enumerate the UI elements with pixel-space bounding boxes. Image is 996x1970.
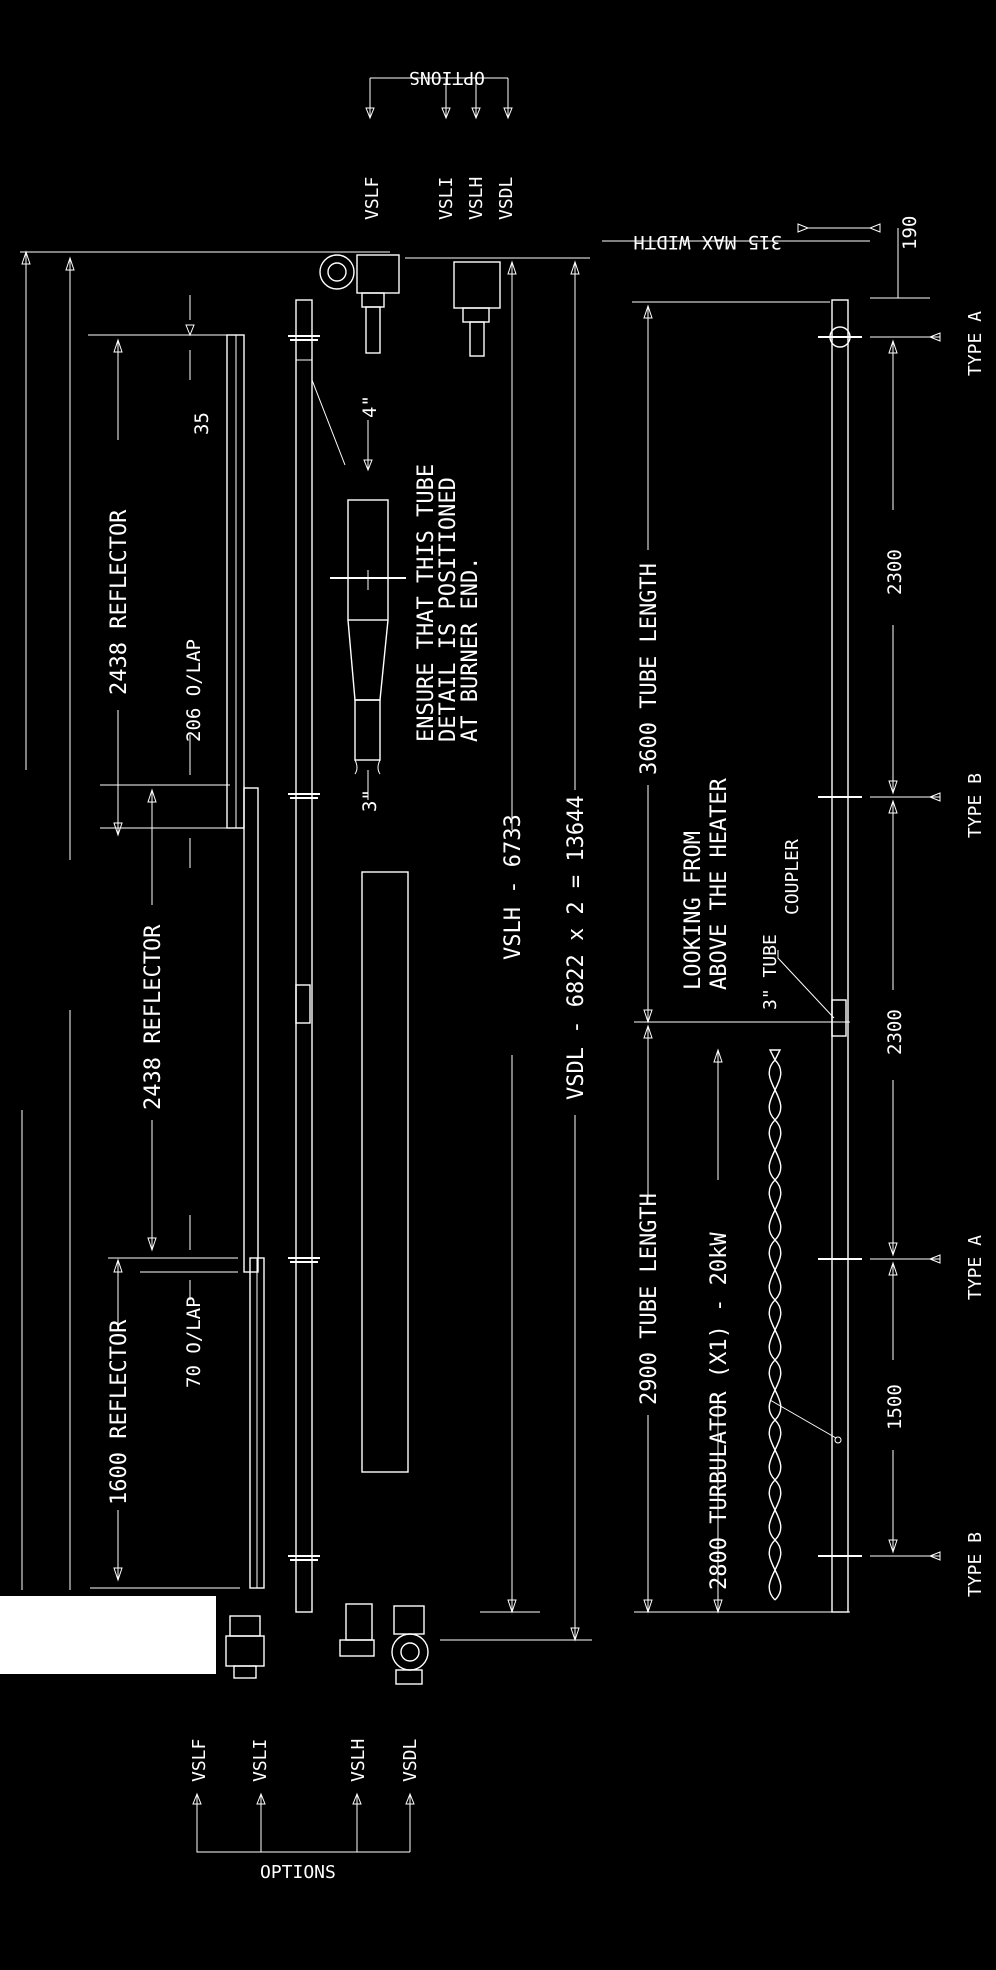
- detail-note-line3: AT BURNER END.: [458, 557, 483, 742]
- coupler-line1: 3" TUBE: [760, 934, 781, 1010]
- hanger-type-3: TYPE A: [965, 1235, 986, 1300]
- options-bottom-vslf: VSLF: [189, 1739, 210, 1782]
- options-top-vslf: VSLF: [362, 177, 383, 220]
- burner-unit-top-left: [319, 254, 400, 354]
- detail-note-line1: ENSURE THAT THIS TUBE: [414, 464, 439, 742]
- burner-unit-top-right: [453, 261, 501, 357]
- options-bottom-vsli: VSLI: [250, 1739, 271, 1782]
- reflector-mid-label: 2438 REFLECTOR: [141, 924, 166, 1110]
- options-top-vslh: VSLH: [466, 177, 487, 220]
- options-bottom-vsdl: VSDL: [400, 1738, 421, 1782]
- turbulator-label: 2800 TURBULATOR (X1) - 20kW: [707, 1232, 732, 1590]
- hanger-type-4: TYPE B: [965, 1532, 986, 1597]
- vsdl-label: VSDL - 6822 x 2 = 13644: [564, 795, 589, 1100]
- hanger-type-2: TYPE B: [965, 773, 986, 838]
- detail-size-4: 4": [359, 395, 381, 418]
- tube-length-dimensions: 3600 TUBE LENGTH 2900 TUBE LENGTH: [632, 301, 850, 1614]
- length-dimensions: VSLH - 6733 VSDL - 6822 x 2 = 13644: [405, 257, 592, 1642]
- max-width-dimension: 315 MAX WIDTH 190: [602, 216, 930, 299]
- reflector-assembly: [226, 334, 265, 1589]
- burner-unit-bottom-left: [225, 1615, 265, 1679]
- max-width-label: 315 MAX WIDTH: [633, 231, 782, 253]
- options-bottom-vslh: VSLH: [348, 1739, 369, 1782]
- coupler-note: 3" TUBE COUPLER: [760, 839, 835, 1019]
- overall-dimension-lines: [20, 250, 390, 1590]
- radiant-tube-plan: [818, 299, 862, 1613]
- burner-unit-bottom-mid: [339, 1603, 375, 1657]
- tube-2900-label: 2900 TUBE LENGTH: [637, 1193, 662, 1405]
- tube-3600-label: 3600 TUBE LENGTH: [637, 563, 662, 775]
- vslh-label: VSLH - 6733: [501, 814, 526, 960]
- detail-leader: [311, 379, 346, 466]
- reference-box: [361, 871, 409, 1473]
- view-note-line1: LOOKING FROM: [681, 831, 706, 990]
- view-note: LOOKING FROM ABOVE THE HEATER: [681, 777, 732, 990]
- reflector-top-label: 2438 REFLECTOR: [107, 509, 132, 695]
- options-bottom-title: OPTIONS: [260, 1862, 336, 1883]
- spacing-3-label: 1500: [884, 1384, 906, 1430]
- hanger-type-labels: TYPE A TYPE B TYPE A TYPE B: [965, 311, 986, 1597]
- title-block: [0, 1596, 216, 1674]
- view-note-line2: ABOVE THE HEATER: [707, 777, 732, 990]
- hanger-type-1: TYPE A: [965, 311, 986, 376]
- detail-size-3: 3": [359, 789, 381, 812]
- options-top-group: OPTIONS VSLF VSLI VSLH VSDL: [362, 67, 517, 220]
- coupler-line2: COUPLER: [782, 839, 803, 915]
- detail-note-line2: DETAIL IS POSITIONED: [436, 477, 461, 742]
- burner-unit-bottom-right: [391, 1605, 429, 1685]
- hanger-spacing: 2300 2300 1500: [870, 332, 941, 1561]
- spacing-2-label: 2300: [884, 1009, 906, 1055]
- options-top-vsli: VSLI: [436, 177, 457, 220]
- options-top-vsdl: VSDL: [496, 176, 517, 220]
- turbulator: 2800 TURBULATOR (X1) - 20kW: [707, 1048, 842, 1614]
- dim-190: 190: [899, 216, 921, 250]
- radiant-tube-side: [288, 299, 320, 1613]
- dim-35: 35: [191, 412, 213, 435]
- overlap-206-label: 206 O/LAP: [183, 639, 205, 742]
- spacing-1-label: 2300: [884, 549, 906, 595]
- reflector-dimensions: 2438 REFLECTOR 35 206 O/LAP 2438 REFLECT…: [88, 295, 240, 1589]
- tube-detail: 4" 3" ENSURE THAT THIS TUBE DETAIL IS PO…: [330, 395, 483, 812]
- options-bottom-group: VSLF VSLI VSLH VSDL OPTIONS: [189, 1738, 421, 1883]
- reflector-bottom-label: 1600 REFLECTOR: [107, 1319, 132, 1505]
- overlap-70-label: 70 O/LAP: [183, 1296, 205, 1388]
